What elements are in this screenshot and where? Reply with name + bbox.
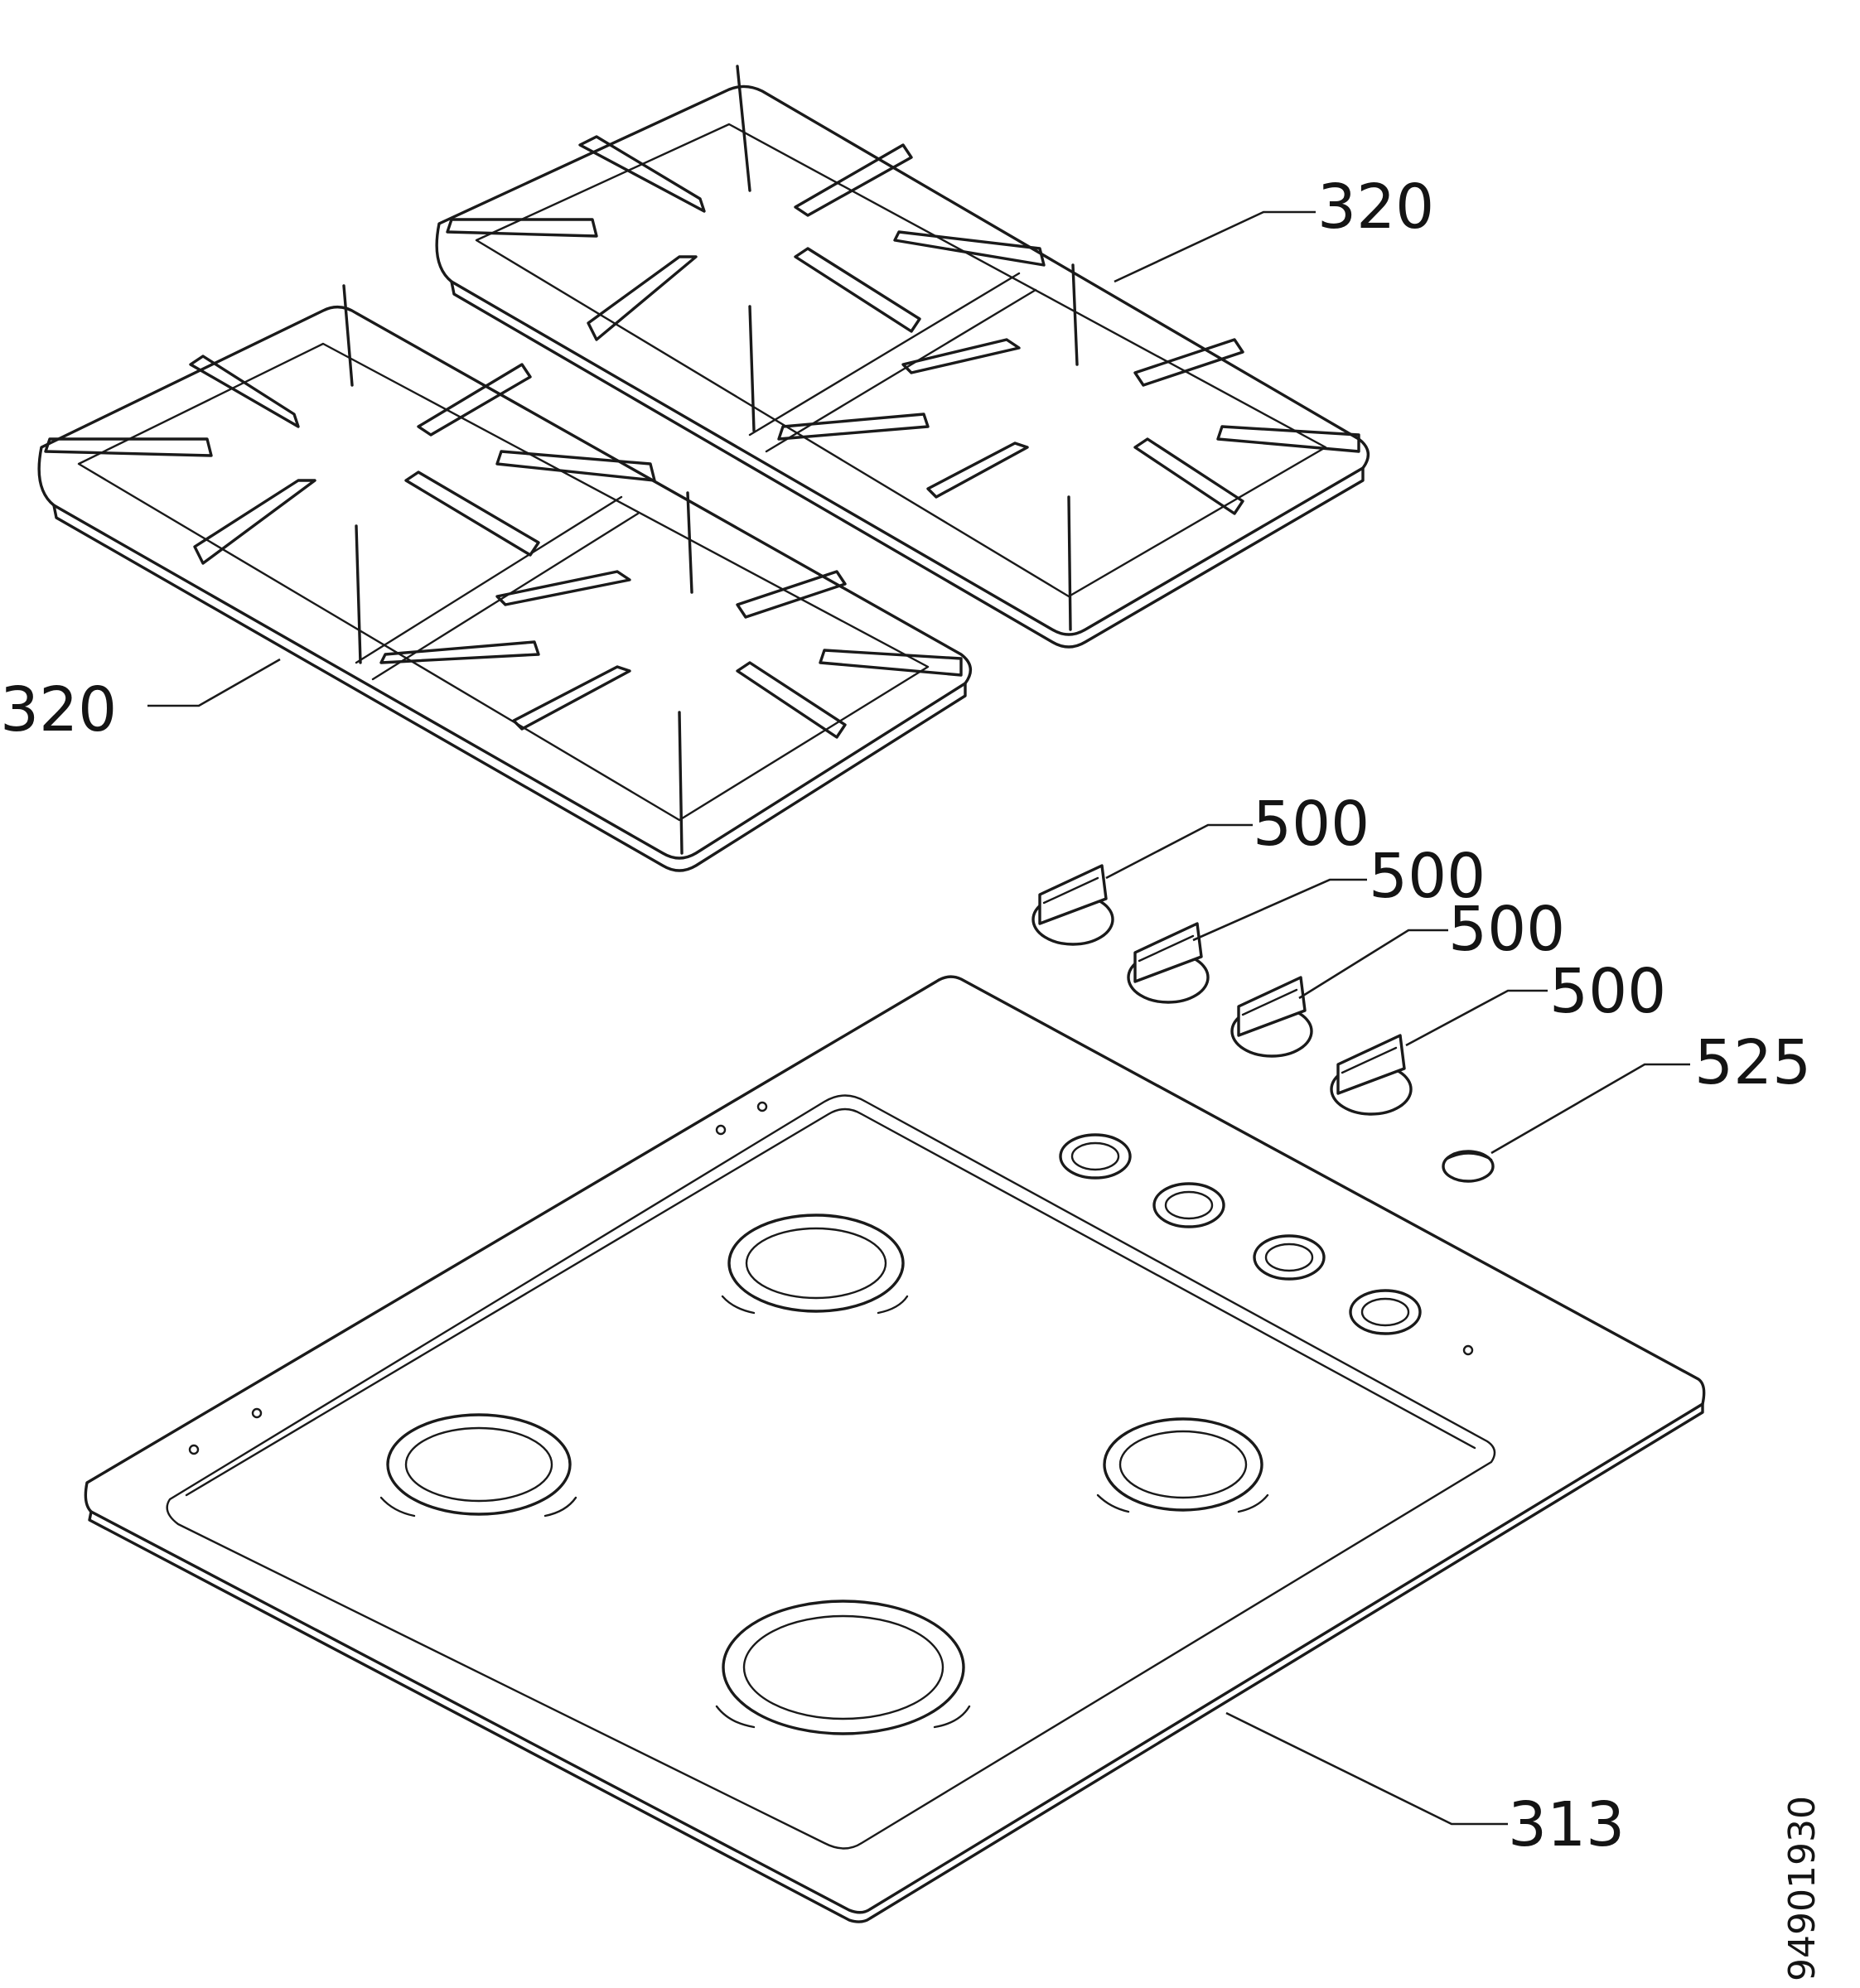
burner-aperture-right (1096, 1417, 1269, 1513)
callout-knob-3: 500 (1448, 894, 1565, 965)
callout-knob-1: 500 (1253, 789, 1370, 860)
control-knob-1 (1031, 864, 1114, 946)
callout-knob-4: 500 (1549, 956, 1666, 1027)
callout-button: 525 (1694, 1027, 1811, 1098)
callout-grate-right: 320 (1317, 171, 1434, 243)
control-knob-2 (1127, 922, 1210, 1004)
hob-top-panel (84, 975, 1706, 1923)
burner-aperture-rear (721, 1214, 909, 1315)
control-knob-4 (1330, 1034, 1413, 1116)
pan-support-grate-left (37, 284, 973, 872)
control-knob-3 (1230, 976, 1313, 1058)
callout-knob-2: 500 (1369, 841, 1486, 912)
callout-grate-left: 320 (0, 674, 117, 746)
burner-aperture-left (379, 1413, 577, 1518)
ignition-button (1442, 1150, 1495, 1183)
callout-hob-top: 313 (1508, 1789, 1625, 1860)
leader-lines (147, 210, 1690, 1826)
callout-labels: 320 320 500 500 500 500 525 313 (0, 171, 1811, 1860)
burner-aperture-front (715, 1600, 971, 1735)
pan-support-grate-right (435, 65, 1370, 649)
drawing-code: 94901930 (1781, 1796, 1824, 1981)
